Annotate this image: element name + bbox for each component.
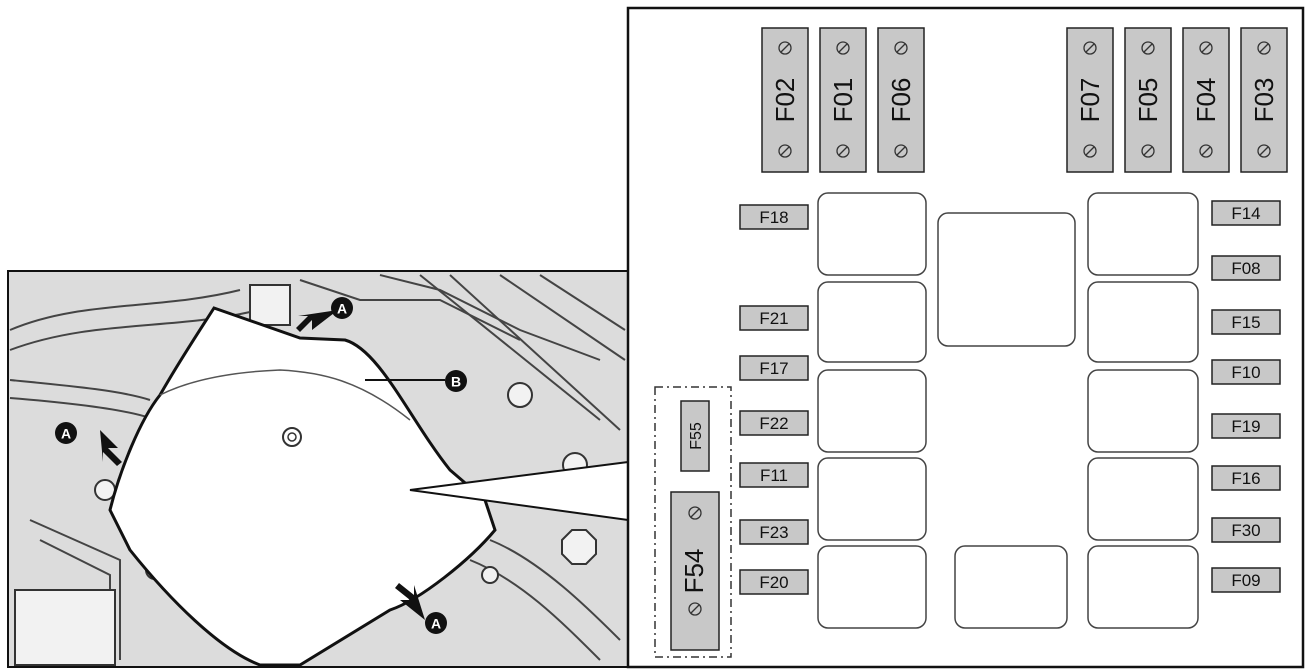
fuse-label: F16 (1231, 469, 1260, 488)
relay-socket (1087, 457, 1199, 541)
relay-socket (817, 457, 927, 541)
screw-icon (894, 144, 908, 158)
fuse-label: F17 (759, 359, 788, 378)
callout-b: B (445, 370, 467, 392)
screw-icon (1257, 144, 1271, 158)
svg-text:A: A (337, 301, 347, 317)
relay-socket (817, 369, 927, 453)
fuse-f54: F54 (670, 491, 720, 651)
relay-socket (1087, 192, 1199, 276)
screw-icon (688, 602, 702, 616)
screw-icon (1199, 144, 1213, 158)
screw-icon (1141, 41, 1155, 55)
fuse-f16: F16 (1211, 465, 1281, 491)
fuse-f10: F10 (1211, 359, 1281, 385)
screw-icon (1141, 144, 1155, 158)
relay-socket (817, 192, 927, 276)
fuse-f07: F07 (1066, 27, 1114, 173)
fuse-f20: F20 (739, 569, 809, 595)
screw-icon (1083, 41, 1097, 55)
screw-icon (1199, 41, 1213, 55)
screw-icon (778, 144, 792, 158)
fuse-box-cover (108, 306, 497, 667)
fuse-f15: F15 (1211, 309, 1281, 335)
screw-icon (836, 41, 850, 55)
fuse-f30: F30 (1211, 517, 1281, 543)
fuse-f14: F14 (1211, 200, 1281, 226)
fuse-label: F23 (759, 523, 788, 542)
fuse-f55: F55 (680, 400, 710, 472)
fuse-label: F10 (1231, 363, 1260, 382)
fuse-f11: F11 (739, 462, 809, 488)
fuse-label: F08 (1231, 259, 1260, 278)
relay-socket (817, 281, 927, 363)
fuse-label: F07 (1075, 78, 1105, 123)
fuse-f08: F08 (1211, 255, 1281, 281)
fuse-label: F22 (759, 414, 788, 433)
screw-icon (1257, 41, 1271, 55)
top-fuse-row: F02 F01 F06 F07 F05 F04 F03 (761, 27, 1288, 173)
fuse-f22: F22 (739, 410, 809, 436)
fuse-f01: F01 (819, 27, 867, 173)
fuse-label: F20 (759, 573, 788, 592)
fuse-label: F15 (1231, 313, 1260, 332)
fuse-f06: F06 (877, 27, 925, 173)
fuse-label: F02 (770, 78, 800, 123)
callout-a-left: A (55, 422, 77, 444)
fuse-label: F14 (1231, 204, 1260, 223)
callout-a-bottom: A (425, 612, 447, 634)
fuse-f02: F02 (761, 27, 809, 173)
side-fuse-group (654, 386, 732, 658)
fuse-label: F30 (1231, 521, 1260, 540)
relay-socket (1087, 545, 1199, 629)
fuse-f05: F05 (1124, 27, 1172, 173)
fuse-f03: F03 (1240, 27, 1288, 173)
screw-icon (778, 41, 792, 55)
fuse-label: F54 (679, 549, 709, 594)
engine-bay-illustration: A A A B (7, 270, 629, 668)
fuse-label: F18 (759, 208, 788, 227)
fuse-label: F05 (1133, 78, 1163, 123)
relay-socket (937, 212, 1076, 347)
callout-a-top: A (331, 297, 353, 319)
fuse-label: F06 (886, 78, 916, 123)
fuse-label: F09 (1231, 571, 1260, 590)
relay-socket (1087, 281, 1199, 363)
fuse-f04: F04 (1182, 27, 1230, 173)
fuse-f23: F23 (739, 519, 809, 545)
screw-icon (836, 144, 850, 158)
fuse-f09: F09 (1211, 567, 1281, 593)
screw-icon (1083, 144, 1097, 158)
arrow-icon (100, 310, 425, 620)
fuse-label: F01 (828, 78, 858, 123)
fuse-f21: F21 (739, 305, 809, 331)
svg-text:A: A (61, 426, 71, 442)
fuse-label: F03 (1249, 78, 1279, 123)
fuse-label: F21 (759, 309, 788, 328)
screw-icon (894, 41, 908, 55)
fuse-f18: F18 (739, 204, 809, 230)
fuse-label: F19 (1231, 417, 1260, 436)
relay-socket (954, 545, 1068, 629)
fuse-f17: F17 (739, 355, 809, 381)
fuse-label: F55 (688, 422, 705, 450)
fuse-label: F04 (1191, 78, 1221, 123)
fuse-layout-panel: F02 F01 F06 F07 F05 F04 F03 F18F21F17F22F11F23… (626, 6, 1305, 669)
screw-icon (688, 506, 702, 520)
fuse-f19: F19 (1211, 413, 1281, 439)
svg-text:A: A (431, 616, 441, 632)
fuse-label: F11 (760, 466, 788, 485)
relay-socket (817, 545, 927, 629)
svg-text:B: B (451, 374, 461, 390)
relay-socket (1087, 369, 1199, 453)
